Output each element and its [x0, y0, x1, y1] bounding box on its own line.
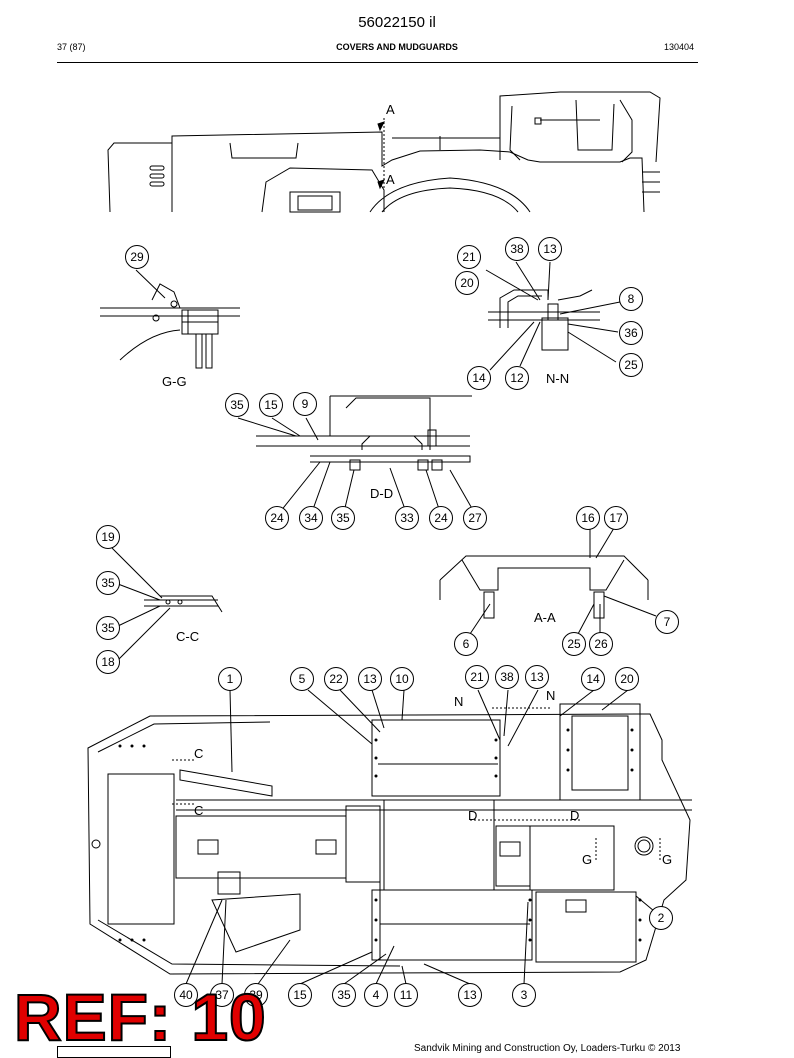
header-rule	[57, 62, 698, 63]
callout-main-top-5: 21	[465, 665, 489, 689]
reference-stamp: REF: 10	[13, 980, 267, 1054]
callout-main-bottom-8: 3	[512, 983, 536, 1007]
callout-dd-0: 35	[225, 393, 249, 417]
section-title: COVERS AND MUDGUARDS	[336, 42, 458, 52]
callout-main-bottom-0: 40	[174, 983, 198, 1007]
callout-main-bottom-3: 15	[288, 983, 312, 1007]
callout-aa-0: 16	[576, 506, 600, 530]
callout-nn-1: 38	[505, 237, 529, 261]
callout-nn-8: 12	[505, 366, 529, 390]
section-marker-c-bottom: C	[194, 803, 204, 818]
callout-aa-2: 7	[655, 610, 679, 634]
sandvik-logo	[57, 1046, 171, 1058]
detail-c-c	[111, 547, 223, 661]
section-marker-d-left: D	[468, 808, 478, 823]
callout-main-top-7: 13	[525, 665, 549, 689]
view-label-g-g: G-G	[162, 374, 187, 389]
document-number: 56022150 il	[358, 14, 436, 31]
callout-main-right-0: 2	[649, 906, 673, 930]
detail-a-a	[439, 527, 657, 635]
callout-main-bottom-5: 4	[364, 983, 388, 1007]
callout-main-bottom-1: 37	[210, 983, 234, 1007]
section-marker-n-right: N	[546, 688, 556, 703]
callout-main-top-0: 1	[218, 667, 242, 691]
footer-copyright: Sandvik Mining and Construction Oy, Load…	[414, 1043, 681, 1054]
callout-dd-1: 15	[259, 393, 283, 417]
callout-main-bottom-7: 13	[458, 983, 482, 1007]
section-marker-d-right: D	[570, 808, 580, 823]
callout-dd-7: 24	[429, 506, 453, 530]
callout-cc-3: 18	[96, 650, 120, 674]
callout-nn-0: 21	[457, 245, 481, 269]
detail-g-g	[100, 269, 240, 369]
view-label-d-d: D-D	[370, 486, 394, 501]
callout-main-bottom-6: 11	[394, 983, 418, 1007]
section-marker-a-top: A	[386, 102, 395, 117]
callout-aa-4: 26	[589, 632, 613, 656]
callout-main-top-1: 5	[290, 667, 314, 691]
callout-aa-1: 17	[604, 506, 628, 530]
callout-nn-4: 8	[619, 287, 643, 311]
view-label-a-a: A-A	[534, 610, 556, 625]
view-label-n-n: N-N	[546, 371, 570, 386]
callout-dd-4: 34	[299, 506, 323, 530]
view-label-c-c: C-C	[176, 629, 200, 644]
section-marker-g-right: G	[662, 852, 673, 867]
callout-main-bottom-2: 39	[244, 983, 268, 1007]
section-marker-c-top: C	[194, 746, 204, 761]
main-top-view	[87, 689, 692, 985]
callout-main-top-6: 38	[495, 665, 519, 689]
callout-main-top-4: 10	[390, 667, 414, 691]
callout-nn-6: 25	[619, 353, 643, 377]
callout-main-top-8: 14	[581, 667, 605, 691]
callout-dd-6: 33	[395, 506, 419, 530]
callout-main-top-3: 13	[358, 667, 382, 691]
section-marker-a-bottom: A	[386, 172, 395, 187]
callout-dd-2: 9	[293, 392, 317, 416]
callout-cc-2: 35	[96, 616, 120, 640]
callout-nn-2: 13	[538, 237, 562, 261]
callout-cc-0: 19	[96, 525, 120, 549]
callout-gg-0: 29	[125, 245, 149, 269]
callout-cc-1: 35	[96, 571, 120, 595]
date-code: 130404	[664, 42, 695, 52]
callout-aa-3: 25	[562, 632, 586, 656]
callout-main-bottom-4: 35	[332, 983, 356, 1007]
fastener-dots	[118, 728, 642, 942]
callout-dd-8: 27	[463, 506, 487, 530]
callout-main-top-2: 22	[324, 667, 348, 691]
callout-nn-7: 14	[467, 366, 491, 390]
callout-aa-5: 6	[454, 632, 478, 656]
callout-nn-5: 36	[619, 321, 643, 345]
callout-dd-5: 35	[331, 506, 355, 530]
callout-dd-3: 24	[265, 506, 289, 530]
page-indicator: 37 (87)	[57, 42, 86, 52]
callout-main-top-9: 20	[615, 667, 639, 691]
section-marker-g-left: G	[582, 852, 593, 867]
section-marker-n-left: N	[454, 694, 464, 709]
detail-n-n	[485, 261, 621, 371]
detail-d-d	[237, 395, 475, 513]
side-view-machine	[107, 91, 661, 213]
callout-nn-3: 20	[455, 271, 479, 295]
